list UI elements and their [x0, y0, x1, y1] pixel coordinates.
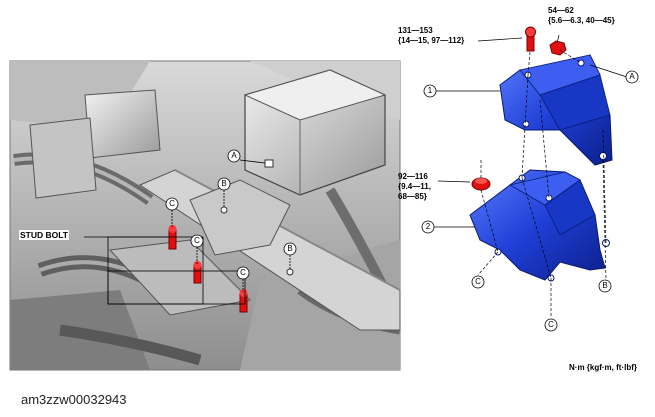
marker-B-right-label: B [602, 281, 608, 290]
marker-A-photo-label: A [231, 151, 237, 160]
marker-A-right-label: A [629, 72, 635, 81]
marker-B-photo-1-label: B [221, 179, 227, 188]
marker-C-right-1 [471, 275, 485, 289]
marker-C-photo-3 [236, 266, 250, 280]
marker-part-2-label: 2 [425, 222, 431, 231]
torque-spec-2-line2: {5.6—6.3, 40—45} [548, 16, 615, 25]
torque-spec-2-line1: 54—62 [548, 6, 574, 15]
marker-B-photo-1 [217, 177, 231, 191]
torque-spec-3-line2: {9.4—11, [398, 182, 431, 191]
torque-spec-3-line3: 68—85} [398, 192, 427, 201]
marker-C-photo-1-label: C [169, 199, 175, 208]
torque-spec-3: 92—116 {9.4—11, 68—85} [398, 172, 431, 202]
marker-A-right [625, 70, 639, 84]
marker-C-photo-2-label: C [194, 236, 200, 245]
marker-C-right-1-label: C [475, 277, 481, 286]
marker-B-photo-2 [283, 242, 297, 256]
torque-spec-1-line1: 131—153 [398, 26, 433, 35]
torque-spec-2: 54—62 {5.6—6.3, 40—45} [548, 6, 615, 26]
marker-C-right-2 [544, 318, 558, 332]
units-note: N·m {kgf·m, ft·lbf} [569, 363, 637, 372]
figure-id: am3zzw00032943 [21, 392, 127, 407]
torque-spec-1-line2: {14—15, 97—112} [398, 36, 465, 45]
torque-spec-1: 131—153 {14—15, 97—112} [398, 26, 464, 46]
engine-mount-bracket-2 [469, 169, 610, 282]
marker-C-photo-2 [190, 234, 204, 248]
bolt-131-153 [525, 26, 536, 52]
marker-part-1-label: 1 [427, 86, 433, 95]
marker-A-photo [227, 149, 241, 163]
nut-92-116 [471, 177, 491, 191]
marker-C-photo-1 [165, 197, 179, 211]
marker-part-2 [421, 220, 435, 234]
marker-C-photo-3-label: C [240, 268, 246, 277]
nut-54-62 [549, 40, 567, 56]
marker-C-right-2-label: C [548, 320, 554, 329]
engine-mount-bracket-1 [499, 54, 613, 166]
marker-part-1 [423, 84, 437, 98]
torque-spec-3-line1: 92—116 [398, 172, 428, 181]
marker-B-photo-2-label: B [287, 244, 293, 253]
marker-B-right [598, 279, 612, 293]
stud-bolt-label: STUD BOLT [19, 230, 70, 240]
